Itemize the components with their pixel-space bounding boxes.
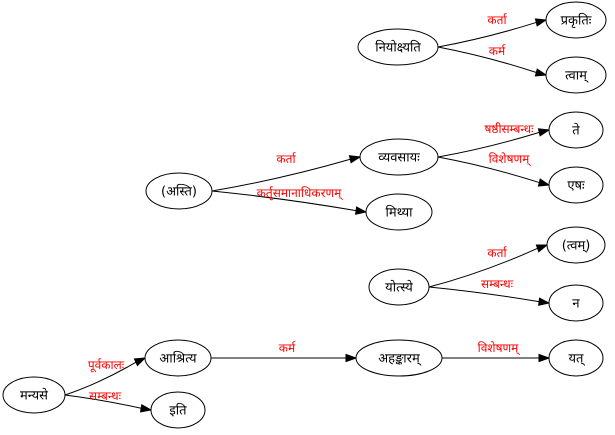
edge-line xyxy=(437,46,537,73)
node-label: प्रकृतिः xyxy=(561,13,592,29)
edge-layer: कर्ता कर्म कर्ता कर्तृसमानाधिकरणम् षष्ठीसम्ब… xyxy=(64,13,551,413)
edge-label: कर्ता xyxy=(487,13,507,27)
node-ellipse xyxy=(357,28,439,66)
edge-ahankaram-yat: विशेषणम् xyxy=(442,341,551,363)
node-label: एषः xyxy=(567,179,585,194)
edge-line xyxy=(64,361,137,396)
node-ellipse xyxy=(548,284,604,322)
node-na: न xyxy=(548,284,604,322)
edge-vyavasayah-eshah: विशेषणम् xyxy=(437,152,551,187)
edge-vyavasayah-te: षष्ठीसम्बन्धः xyxy=(437,122,551,158)
node-ellipse xyxy=(365,193,433,231)
edge-line xyxy=(428,247,538,288)
edge-line xyxy=(437,131,540,158)
node-tvam: त्वाम् xyxy=(545,56,607,94)
node-yat: यत् xyxy=(548,339,604,377)
arrowhead-icon xyxy=(537,178,551,187)
node-label: मन्यसे xyxy=(20,388,48,404)
node-label: आश्रित्य xyxy=(159,351,197,367)
edge-niyokshyati-tvam: कर्म xyxy=(437,44,548,77)
node-ellipse xyxy=(548,111,604,149)
edge-yotsye-tvam2: कर्ता xyxy=(428,244,549,288)
node-label: इति xyxy=(169,403,187,419)
node-ellipse xyxy=(545,1,607,39)
edge-label: कर्ता xyxy=(276,152,296,166)
node-ellipse xyxy=(359,138,439,176)
arrowhead-icon xyxy=(348,155,362,164)
arrowhead-icon xyxy=(345,353,358,363)
node-prakritih: प्रकृतिः xyxy=(545,1,607,39)
node-label: त्वाम् xyxy=(565,69,589,84)
node-ellipse xyxy=(546,226,606,264)
arrowhead-icon xyxy=(538,297,551,306)
edge-label: सम्बन्धः xyxy=(89,389,122,403)
edge-ashritya-ahankaram: कर्म xyxy=(211,341,358,363)
edge-label: षष्ठीसम्बन्धः xyxy=(484,122,534,136)
arrowhead-icon xyxy=(534,18,548,27)
arrowhead-icon xyxy=(538,353,551,363)
arrowhead-icon xyxy=(139,403,153,413)
node-ahankaram: अहङ्कारम् xyxy=(355,339,443,377)
node-ellipse xyxy=(2,376,66,414)
edge-label: कर्ता xyxy=(487,246,507,260)
edge-niyokshyati-prakritih: कर्ता xyxy=(437,13,548,48)
node-ellipse xyxy=(145,172,213,210)
edge-line xyxy=(437,156,540,184)
node-vyavasayah: व्यवसायः xyxy=(359,138,439,176)
edge-manyase-ashritya: पूर्वकालः xyxy=(64,357,147,396)
edge-line xyxy=(64,394,142,409)
node-ellipse xyxy=(355,339,443,377)
arrowhead-icon xyxy=(534,68,548,77)
node-ellipse xyxy=(545,56,607,94)
node-mithya: मिथ्या xyxy=(365,193,433,231)
node-label: न xyxy=(572,297,580,312)
node-niyokshyati: नियोक्ष्यति xyxy=(357,28,439,66)
node-yotsye: योत्स्ये xyxy=(368,268,430,306)
node-ellipse xyxy=(144,339,212,377)
node-label: व्यवसायः xyxy=(378,151,420,166)
edge-label: कर्तृसमानाधिकरणम् xyxy=(257,186,344,201)
edge-line xyxy=(211,158,351,192)
edge-label: कर्म xyxy=(279,341,296,355)
edge-label: विशेषणम् xyxy=(489,152,532,167)
node-asti: (अस्ति) xyxy=(145,172,213,210)
node-label: ते xyxy=(572,123,580,139)
node-ellipse xyxy=(548,166,604,204)
node-ellipse xyxy=(368,268,430,306)
edge-label: विशेषणम् xyxy=(478,341,521,356)
node-ellipse xyxy=(548,339,604,377)
node-tvam2: (त्वम्) xyxy=(546,226,606,264)
edge-label: पूर्वकालः xyxy=(88,358,125,373)
arrowhead-icon xyxy=(133,357,147,367)
edge-line xyxy=(428,286,540,303)
node-label: अहङ्कारम् xyxy=(378,352,422,367)
node-ashritya: आश्रित्य xyxy=(144,339,212,377)
node-label: मिथ्या xyxy=(385,205,413,221)
node-te: ते xyxy=(548,111,604,149)
node-label: (अस्ति) xyxy=(161,184,197,200)
edge-label: सम्बन्धः xyxy=(481,277,514,291)
node-manyase: मन्यसे xyxy=(2,376,66,414)
node-iti: इति xyxy=(150,391,206,429)
node-label: नियोक्ष्यति xyxy=(375,40,421,56)
node-label: योत्स्ये xyxy=(385,280,413,296)
node-ellipse xyxy=(150,391,206,429)
node-label: यत् xyxy=(569,352,586,367)
edge-asti-mithya: कर्तृसमानाधिकरणम् xyxy=(211,186,368,215)
edge-label: कर्म xyxy=(489,44,506,58)
edge-yotsye-na: सम्बन्धः xyxy=(428,277,551,306)
arrowhead-icon xyxy=(355,206,368,215)
arrowhead-icon xyxy=(537,128,551,137)
node-layer: नियोक्ष्यति प्रकृतिः त्वाम् (अस्ति) व्यवसायः… xyxy=(2,1,607,429)
edge-line xyxy=(211,190,357,212)
edge-line xyxy=(437,21,537,48)
node-eshah: एषः xyxy=(548,166,604,204)
edge-asti-vyavasayah: कर्ता xyxy=(211,152,362,192)
edge-manyase-iti: सम्बन्धः xyxy=(64,389,153,413)
node-label: (त्वम्) xyxy=(562,239,591,254)
arrowhead-icon xyxy=(535,244,549,253)
